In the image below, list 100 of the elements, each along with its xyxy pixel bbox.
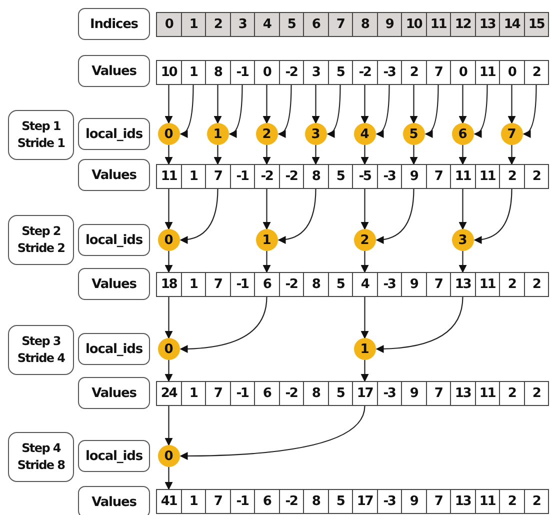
node-text: Step 1 xyxy=(22,118,60,135)
arrow xyxy=(360,189,369,230)
index-cell xyxy=(278,12,304,37)
value-cell xyxy=(278,381,304,406)
arrow xyxy=(326,85,341,137)
value-cell xyxy=(278,60,304,85)
value-cell xyxy=(376,381,402,406)
node-text: -3 xyxy=(383,386,396,401)
node-text: 5 xyxy=(336,386,344,401)
value-cell xyxy=(328,381,353,406)
node-text: 11 xyxy=(479,277,496,292)
node-text: 2 xyxy=(360,232,370,248)
node-text: 14 xyxy=(504,17,520,32)
node-text: Values xyxy=(92,168,136,182)
node-text: 11 xyxy=(479,169,496,184)
index-cell xyxy=(376,12,402,37)
arrow xyxy=(164,189,173,230)
step-box xyxy=(8,325,74,375)
value-cell xyxy=(303,164,328,189)
node-text: local_ids xyxy=(86,232,142,248)
value-cell xyxy=(156,489,182,514)
arrow xyxy=(278,188,316,244)
node-text: Stride 4 xyxy=(17,350,65,367)
node-text: Values xyxy=(92,64,136,78)
local-id-circle xyxy=(452,229,474,251)
arrow xyxy=(360,251,369,273)
node-text: 11 xyxy=(479,386,496,401)
arrow xyxy=(214,85,222,124)
node-text: -1 xyxy=(236,277,248,292)
node-text: 9 xyxy=(410,277,418,292)
node-text: 6 xyxy=(458,126,468,142)
value-cell xyxy=(254,60,280,85)
node-text: local_ids xyxy=(86,448,142,464)
value-cell xyxy=(180,272,206,297)
index-cell xyxy=(450,12,476,37)
arrow xyxy=(376,188,414,244)
node-text: 8 xyxy=(214,65,222,80)
arrow xyxy=(424,85,439,137)
node-text: 11 xyxy=(479,65,496,80)
node-text: -3 xyxy=(383,169,396,184)
value-cell xyxy=(376,164,402,189)
node-text: 11 xyxy=(479,494,496,509)
node-text: -2 xyxy=(358,65,371,80)
arrow xyxy=(164,85,173,124)
value-cell xyxy=(303,272,328,297)
node-text: -2 xyxy=(285,169,298,184)
node-text: 3 xyxy=(458,232,468,248)
value-cell xyxy=(474,164,500,189)
node-text: 9 xyxy=(410,169,418,184)
node-text: 2 xyxy=(532,65,540,80)
value-cell xyxy=(352,489,378,514)
arrow xyxy=(262,189,271,230)
node-text: 7 xyxy=(434,494,442,509)
node-text: -2 xyxy=(285,386,298,401)
node-text: 7 xyxy=(214,169,222,184)
index-cell xyxy=(524,12,549,37)
value-cell xyxy=(230,381,255,406)
node-text: 1 xyxy=(189,65,198,80)
arrow xyxy=(164,297,173,339)
arrow xyxy=(360,85,369,124)
local-id-circle xyxy=(206,123,229,145)
node-text: -1 xyxy=(236,494,248,509)
step-box xyxy=(8,432,74,482)
value-cell xyxy=(254,381,280,406)
value-cell xyxy=(230,164,255,189)
node-text: 2 xyxy=(262,126,272,142)
value-cell xyxy=(156,272,182,297)
node-text: 11 xyxy=(454,169,471,184)
value-cell xyxy=(450,60,476,85)
value-cell xyxy=(426,381,451,406)
value-cell xyxy=(230,489,255,514)
node-text: 5 xyxy=(336,494,344,509)
node-text: 9 xyxy=(410,494,418,509)
node-text: 13 xyxy=(479,17,496,32)
node-text: 5 xyxy=(287,17,296,32)
arrow xyxy=(164,406,173,446)
node-text: 0 xyxy=(458,65,467,80)
node-text: 2 xyxy=(532,494,540,509)
node-text: 2 xyxy=(508,169,516,184)
arrow xyxy=(360,360,369,382)
arrow xyxy=(180,188,218,244)
value-cell xyxy=(524,60,549,85)
local-id-circle xyxy=(354,229,376,251)
value-cell xyxy=(376,60,402,85)
value-cell xyxy=(474,381,500,406)
local-id-circle xyxy=(354,123,376,145)
value-cell xyxy=(450,164,476,189)
value-cell xyxy=(474,489,500,514)
node-text: Values xyxy=(92,276,136,292)
index-cell xyxy=(401,12,426,37)
local-id-circle xyxy=(158,445,180,467)
node-text: Values xyxy=(92,494,136,510)
local-id-circle xyxy=(256,123,278,145)
node-text: 8 xyxy=(312,277,320,292)
arrow xyxy=(164,251,173,273)
value-cell xyxy=(205,60,230,85)
index-cell xyxy=(205,12,230,37)
arrow xyxy=(458,189,467,230)
node-text: 15 xyxy=(528,17,544,32)
arrow xyxy=(376,296,464,353)
